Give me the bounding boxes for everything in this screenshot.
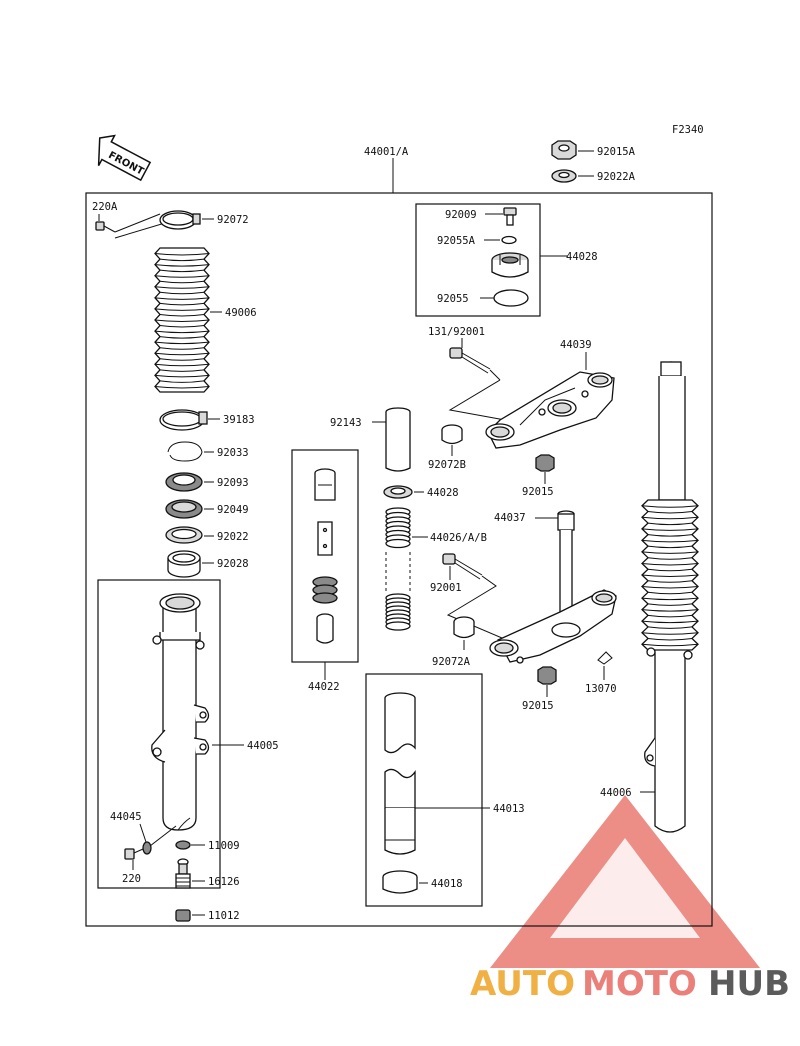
- label-clamp-92072b: 92072B: [428, 459, 466, 471]
- seat-44028: [383, 485, 413, 499]
- label-spacer-92028: 92028: [217, 558, 249, 570]
- upper-bracket-44039: [485, 371, 615, 449]
- label-washer-92022a: 92022A: [597, 171, 636, 183]
- label-clamp-92072: 92072: [217, 214, 249, 226]
- label-seal-92093: 92093: [217, 477, 249, 489]
- clip-92033: [167, 441, 203, 462]
- cap-assembly: [491, 252, 529, 278]
- clip-13070: [597, 651, 613, 665]
- bolt-131-92001: [449, 347, 491, 374]
- clamp-39183: [159, 409, 208, 431]
- stem-bracket-44037: [489, 510, 617, 664]
- inner-tube-group: [365, 673, 483, 907]
- label-gasket-44045: 44045: [110, 811, 142, 823]
- clamp-92072: [159, 210, 201, 230]
- bolt-220a: [95, 221, 116, 233]
- watermark-logo: AUTO MOTO HUB: [470, 795, 790, 1004]
- oring-92055a: [501, 235, 517, 245]
- clamp-92072b: [441, 424, 463, 445]
- label-boot: 49006: [225, 307, 257, 319]
- watermark-auto: AUTO: [470, 964, 575, 1004]
- label-drain-16126: 16126: [208, 876, 240, 888]
- label-bushing: 44018: [431, 878, 463, 890]
- seal-92093: [165, 472, 203, 492]
- label-nut-92015-top: 92015: [522, 486, 554, 498]
- label-seat-44028: 44028: [427, 487, 459, 499]
- label-ring-92049: 92049: [217, 504, 249, 516]
- lower-fork-group: [97, 579, 221, 889]
- label-spring: 44026/A/B: [430, 532, 487, 544]
- label-oring-92055: 92055: [437, 293, 469, 305]
- label-cap-11012: 11012: [208, 910, 240, 922]
- tube-92143: [385, 407, 411, 472]
- label-tube-92143: 92143: [330, 417, 362, 429]
- label-washer-11009: 11009: [208, 840, 240, 852]
- clamp-92072a: [453, 616, 475, 639]
- label-clip-13070: 13070: [585, 683, 617, 695]
- label-clamp-92072a: 92072A: [432, 656, 471, 668]
- label-oring-92055a: 92055A: [437, 235, 476, 247]
- watermark-hub: HUB: [708, 964, 790, 1004]
- boot-49006: [154, 247, 210, 393]
- ring-92049: [165, 499, 203, 519]
- washer-11009: [175, 840, 191, 850]
- nut-92015-top: [535, 454, 555, 472]
- washer-92022a: [551, 169, 577, 183]
- oring-92055: [493, 289, 529, 307]
- label-assembly: 44001/A: [364, 146, 409, 158]
- cap-group: [415, 203, 541, 317]
- label-bolt-92001: 92001: [430, 582, 462, 594]
- label-nut-92015a: 92015A: [597, 146, 636, 158]
- label-washer-92022: 92022: [217, 531, 249, 543]
- drain-16126: [175, 858, 191, 889]
- fork-assembly-44006: [641, 361, 699, 833]
- assembly-frame: [85, 192, 713, 927]
- label-clip-92033: 92033: [217, 447, 249, 459]
- outer-tube-44005: [151, 593, 210, 831]
- front-arrow-icon: FRONT: [97, 134, 152, 182]
- nut-92015a: [551, 140, 577, 160]
- label-cap-92009: 92009: [445, 209, 477, 221]
- cap-11012: [175, 909, 191, 922]
- label-bolt-220: 220: [122, 873, 141, 885]
- cap-92009: [503, 207, 517, 226]
- label-damper: 44022: [308, 681, 340, 693]
- diagram-code: F2340: [672, 124, 704, 136]
- label-upper-bracket: 44039: [560, 339, 592, 351]
- watermark-moto: MOTO: [582, 964, 697, 1004]
- label-inner-tube: 44013: [493, 803, 525, 815]
- label-cap-assy: 44028: [566, 251, 598, 263]
- label-outer-tube: 44005: [247, 740, 279, 752]
- bolt-220: [124, 848, 144, 860]
- spacer-92028: [167, 550, 201, 578]
- gasket-44045: [142, 841, 152, 855]
- label-stem: 44037: [494, 512, 526, 524]
- label-clamp-39183: 39183: [223, 414, 255, 426]
- nut-92015-bottom: [537, 666, 557, 685]
- label-fork-right: 44006: [600, 787, 632, 799]
- inner-tube-44013: [384, 692, 416, 855]
- washer-92022: [165, 526, 203, 544]
- bushing-44018: [382, 870, 418, 894]
- spring-44026: [385, 507, 411, 631]
- label-nut-92015-bottom: 92015: [522, 700, 554, 712]
- damper-44022: [312, 468, 338, 644]
- label-bolt-131: 131/92001: [428, 326, 485, 338]
- label-bolt-220a: 220A: [92, 201, 118, 213]
- bolt-92001: [442, 553, 483, 580]
